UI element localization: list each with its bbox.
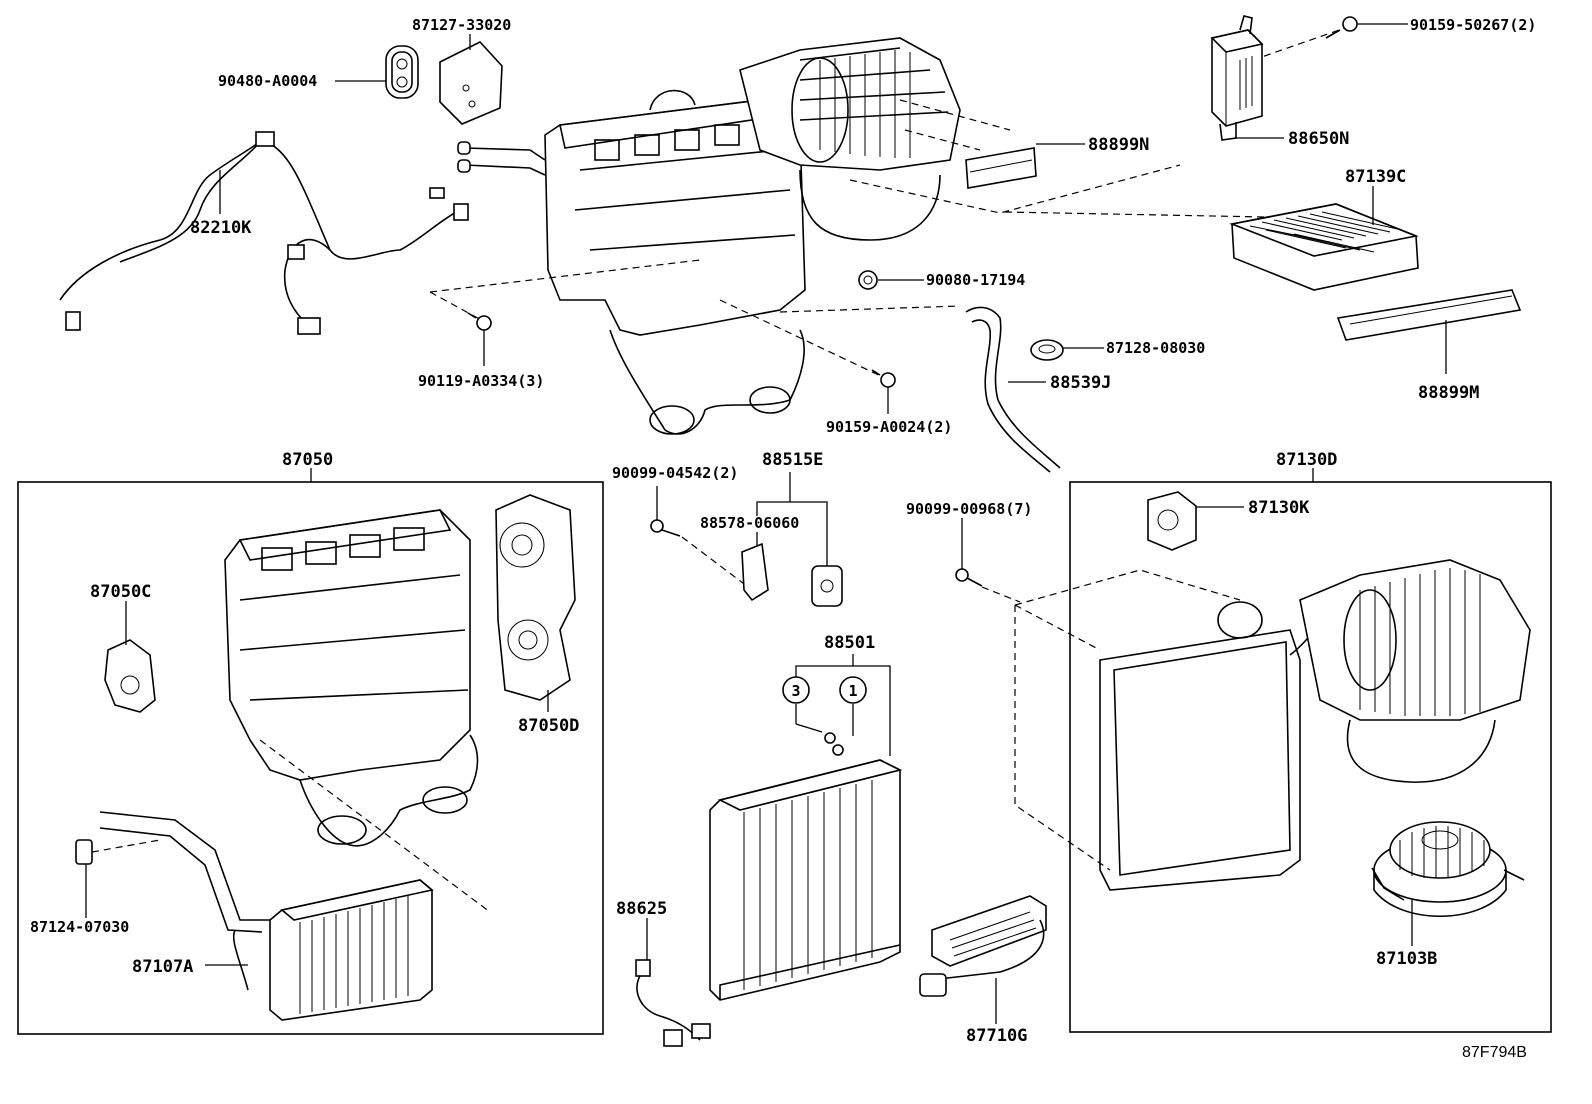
clamp-87124-07030 — [75, 839, 93, 865]
label-87124-07030: 87124-07030 — [30, 918, 129, 936]
label-87130K: 87130K — [1248, 498, 1310, 518]
actuator-87050D — [495, 494, 576, 701]
blower-motor-87103B — [1371, 821, 1525, 917]
cabin-filter-87139C — [1229, 203, 1419, 291]
filter-cover-88899M — [1336, 289, 1522, 341]
label-82210K: 82210K — [190, 218, 252, 238]
label-87050D: 87050D — [518, 716, 579, 736]
screw-90119-A0334 — [467, 312, 492, 331]
heater-core-87107A — [99, 811, 434, 1021]
label-87139C: 87139C — [1345, 167, 1406, 187]
label-90119-A0334: 90119-A0334(3) — [418, 372, 544, 390]
label-87103B: 87103B — [1376, 949, 1437, 969]
grommet-90480-A0004 — [385, 45, 419, 99]
label-88539J: 88539J — [1050, 373, 1111, 393]
servo-87130K — [1147, 491, 1197, 551]
label-90159-A0024: 90159-A0024(2) — [826, 418, 952, 436]
screw-90159-50267 — [1325, 16, 1358, 39]
heater-87710G — [919, 895, 1047, 997]
expansion-valve-88515E — [756, 472, 828, 566]
label-88501: 88501 — [824, 633, 875, 653]
label-90480-A0004: 90480-A0004 — [218, 72, 317, 90]
sensor-88625 — [635, 959, 711, 1047]
diagram-id: 87F794B — [1462, 1044, 1527, 1061]
label-87107A: 87107A — [132, 957, 193, 977]
label-90159-50267: 90159-50267(2) — [1410, 16, 1536, 34]
label-90099-00968: 90099-00968(7) — [906, 500, 1032, 518]
label-87050C: 87050C — [90, 582, 151, 602]
pad-87127-33020 — [439, 41, 503, 125]
label-87710G: 87710G — [966, 1026, 1027, 1046]
callout-3-text: 3 — [791, 682, 800, 700]
label-87050: 87050 — [282, 450, 333, 470]
label-88650N: 88650N — [1288, 129, 1349, 149]
screw-90159-A0024 — [871, 369, 896, 388]
label-90080-17194: 90080-17194 — [926, 271, 1025, 289]
drain-hose-88539J — [965, 306, 1061, 473]
block-88578-06060 — [741, 542, 769, 602]
callout-3: 3 — [782, 676, 810, 704]
label-87128-08030: 87128-08030 — [1106, 339, 1205, 357]
callout-1-text: 1 — [848, 682, 857, 700]
label-88899M: 88899M — [1418, 383, 1479, 403]
label-88515E: 88515E — [762, 450, 823, 470]
valve-body — [811, 565, 843, 607]
label-88625: 88625 — [616, 899, 667, 919]
seal-87128-08030 — [1030, 339, 1064, 361]
label-87130D: 87130D — [1276, 450, 1337, 470]
group-box-87130D — [1069, 481, 1552, 1033]
filter-cover-88899N — [965, 147, 1037, 189]
label-88899N: 88899N — [1088, 135, 1149, 155]
hvac-unit-assembly — [457, 37, 961, 435]
actuator-87050C — [104, 639, 156, 713]
grommet-90080-17194 — [858, 270, 878, 290]
blower-case-87130D — [1099, 559, 1531, 891]
harness-82210K — [59, 131, 469, 335]
label-90099-04542: 90099-04542(2) — [612, 464, 738, 482]
callout-1: 1 — [839, 676, 867, 704]
label-87127-33020: 87127-33020 — [412, 16, 511, 34]
bolt-90099-00968 — [955, 568, 983, 587]
evaporator-88501 — [709, 654, 903, 1001]
label-88578-06060: 88578-06060 — [700, 514, 799, 532]
heater-case-87050 — [224, 509, 479, 847]
ecu-88650N — [1210, 15, 1264, 141]
bolt-90099-04542 — [650, 519, 681, 537]
